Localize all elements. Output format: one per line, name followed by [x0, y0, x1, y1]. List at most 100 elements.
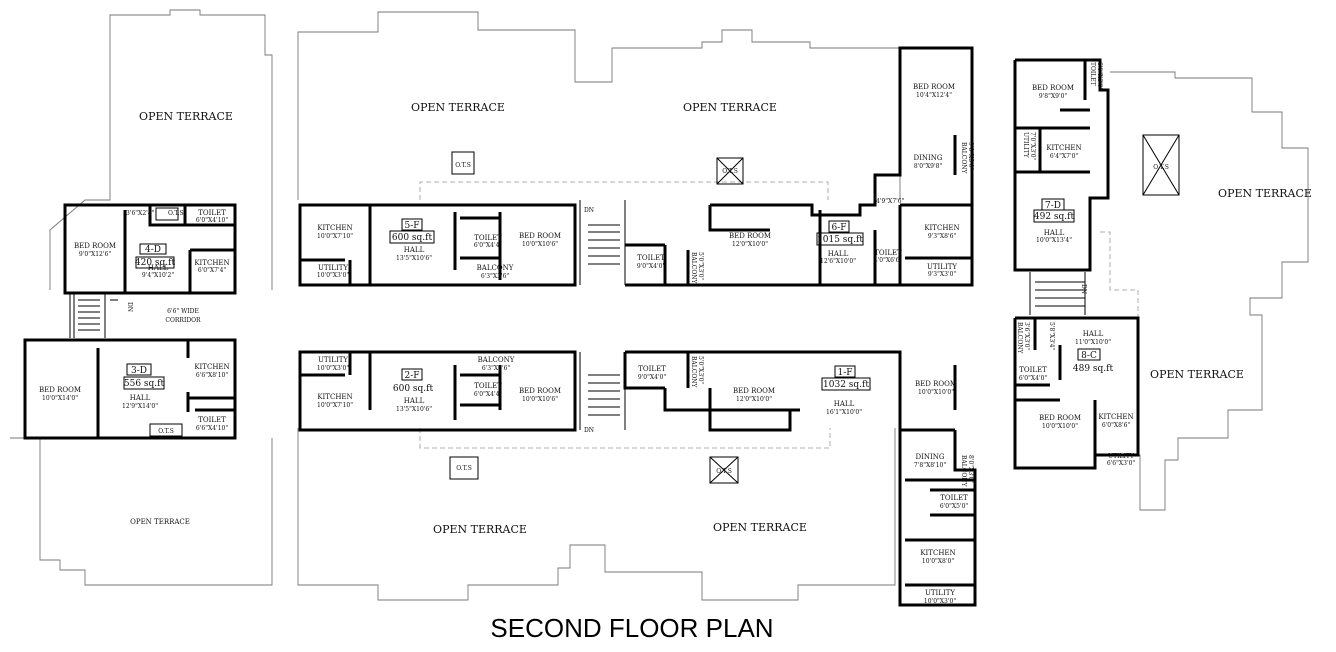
terrace-labels: OPEN TERRACE OPEN TERRACE OPEN TERRACE O… — [130, 101, 1312, 536]
lower-stair-lines — [579, 352, 626, 430]
unit-4d-bedroom-dim: 9'0"X12'6" — [79, 251, 111, 258]
unit-2f-toilet-label: TOILET — [474, 382, 502, 390]
unit-3d-outer-wall — [23, 338, 237, 440]
dn-label-lower: DN — [584, 427, 594, 434]
unit-4d-kitchen-label: KITCHEN — [194, 259, 229, 267]
unit-8c-bedroom-label: BED ROOM — [1039, 414, 1081, 422]
unit-7d-bedroom-dim: 9'8"X9'0" — [1039, 93, 1068, 100]
unit-3d-area: 556 sq.ft — [124, 379, 165, 389]
unit-4d-area: 420 sq.ft — [135, 258, 176, 268]
unit-2f-area: 600 sq.ft — [393, 384, 434, 394]
unit-8c-passage-dim: 5'8"X3'4" — [1048, 322, 1055, 351]
unit-1f-toilet2-dim: 6'0"X5'0" — [940, 503, 969, 510]
unit-1f-bedroom2-label: BED ROOM — [915, 380, 957, 388]
unit-6f-labels: TOILET 9'0"X4'0" BALCONY 5'0"X3'0" BED R… — [637, 83, 974, 284]
left-upper-terrace-outline — [49, 9, 273, 290]
unit-5f-kitchen-label: KITCHEN — [317, 224, 352, 232]
unit-3d-ots-box — [149, 423, 183, 437]
unit-6f-area-box — [816, 232, 864, 246]
unit-7d-hall-label: HALL — [1044, 229, 1065, 237]
unit-1f-kitchen-dim: 10'0"X8'0" — [922, 558, 954, 565]
center-upper-terrace-outline — [297, 11, 901, 200]
unit-5f-toilet-label: TOILET — [474, 234, 502, 242]
unit-1f-walls — [623, 350, 977, 607]
ots-label-upper-right: O.T.S — [722, 168, 738, 175]
unit-7d-toilet-dim: 6'0"X3'0" — [1096, 62, 1103, 91]
unit-4d-ots-dim: 3'6"X2'4" — [126, 210, 155, 217]
ots-label-3d: O.T.S — [158, 428, 174, 435]
terrace-label-lower-left: OPEN TERRACE — [130, 518, 190, 526]
unit-8c-balcony-dim: 3'6"X3'0" — [1023, 322, 1030, 351]
unit-6f-bedroom1-dim: 12'0"X10'0" — [732, 241, 768, 248]
ots-label-upper-left: O.T.S — [455, 162, 471, 169]
unit-8c-walls — [1013, 316, 1140, 470]
dn-label-upper: DN — [584, 207, 594, 214]
unit-6f-balcony1-dim: 5'0"X3'0" — [697, 252, 704, 281]
unit-2f-toilet-dim: 6'0"X4'4" — [474, 391, 503, 398]
unit-2f-utility-dim: 10'0"X3'0" — [317, 365, 349, 372]
dn-label-right: DN — [1080, 284, 1087, 294]
unit-3d-kitchen-label: KITCHEN — [194, 363, 229, 371]
unit-1f-hall-label: HALL — [834, 400, 855, 408]
ots-label-lower-left: O.T.S — [456, 465, 472, 472]
terrace-label-right-lower: OPEN TERRACE — [1150, 368, 1244, 381]
unit-4d-id-box — [139, 243, 167, 255]
ots-label-lower-right: O.T.S — [716, 468, 732, 475]
unit-8c-hall-dim: 11'0"X10'0" — [1075, 339, 1111, 346]
unit-6f-balcony2-dim: 9'8"X3'0" — [967, 142, 974, 171]
unit-4d-labels: 3'6"X2'4" BED ROOM 9'0"X12'6" 4-D 420 sq… — [74, 209, 230, 279]
unit-1f-toilet1-dim: 9'0"X4'0" — [638, 374, 667, 381]
unit-1f-dining-label: DINING — [916, 453, 945, 461]
unit-6f-utility-label: UTILITY — [927, 263, 957, 271]
unit-6f-id: 6-F — [831, 223, 846, 233]
unit-6f-hall-label: HALL — [828, 250, 849, 258]
unit-7d-kitchen-label: KITCHEN — [1046, 144, 1081, 152]
unit-6f-walls — [625, 46, 974, 287]
unit-8c-utility-label: UTILITY — [1108, 453, 1135, 460]
upper-center-walls — [298, 46, 974, 287]
unit-1f-balcony2-dim: 8'0"X3'0" — [967, 455, 974, 484]
unit-7d-id: 7-D — [1045, 201, 1061, 211]
unit-5f-area-box — [389, 230, 435, 244]
unit-8c-id: 8-C — [1081, 351, 1097, 361]
unit-6f-balcony1-label: BALCONY — [690, 252, 697, 284]
unit-5f-kitchen-dim: 10'0"X7'10" — [317, 233, 353, 240]
unit-1f-dining-dim: 7'8"X8'10" — [914, 462, 946, 469]
unit-8c-hall-label: HALL — [1083, 330, 1104, 338]
unit-1f-area-box — [821, 377, 871, 391]
terrace-label-right-upper: OPEN TERRACE — [1218, 187, 1312, 200]
unit-3d-inner-walls — [96, 340, 235, 438]
unit-8c-area: 489 sq.ft — [1073, 364, 1114, 374]
unit-4d-hall-dim: 9'4"X10'2" — [142, 272, 174, 279]
unit-4d-kitchen-dim: 6'0"X7'4" — [198, 267, 227, 274]
unit-2f-kitchen-label: KITCHEN — [317, 393, 352, 401]
terrace-label-lower-center-left: OPEN TERRACE — [433, 523, 527, 536]
unit-3d-hall-dim: 12'9"X14'0" — [122, 403, 158, 410]
plan-title: SECOND FLOOR PLAN — [490, 613, 773, 643]
unit-6f-passage-dim: 4'9"X7'6" — [876, 198, 905, 205]
unit-4d-area-box — [135, 256, 175, 269]
upper-stair-lines — [579, 200, 626, 285]
unit-2f-hall-label: HALL — [404, 397, 425, 405]
unit-2f-kitchen-dim: 10'0"X7'10" — [317, 402, 353, 409]
unit-4d-bedroom-label: BED ROOM — [74, 242, 116, 250]
right-unit-walls — [1013, 58, 1140, 470]
left-lower-terrace-outline — [10, 437, 273, 586]
unit-7d-area-box — [1033, 209, 1075, 223]
unit-6f-utility-dim: 9'3"X3'0" — [928, 271, 957, 278]
unit-2f-id: 2-F — [404, 371, 419, 381]
unit-7d-walls — [1013, 58, 1110, 272]
lower-center-walls — [298, 350, 977, 607]
unit-6f-dining-dim: 8'0"X9'8" — [914, 163, 943, 170]
terrace-label-upper-center-right: OPEN TERRACE — [683, 101, 777, 114]
unit-2f-balcony-label: BALCONY — [478, 356, 515, 364]
unit-7d-utility-dim: 7'0"X3'0" — [1029, 132, 1036, 161]
unit-3d-bedroom-label: BED ROOM — [39, 386, 81, 394]
center-lower-terrace-outline — [297, 428, 896, 601]
misc-labels: O.T.S O.T.S O.T.S O.T.S O.T.S O.T.S O.T.… — [126, 162, 1169, 475]
dn-label-left: DN — [126, 302, 133, 312]
unit-5f-balcony-dim: 6'3"X3'6" — [481, 273, 510, 280]
unit-2f-labels: UTILITY 10'0"X3'0" KITCHEN 10'0"X7'10" 2… — [317, 356, 561, 413]
unit-3d-id: 3-D — [131, 366, 147, 376]
unit-2f-hall-dim: 13'5"X10'6" — [396, 406, 432, 413]
